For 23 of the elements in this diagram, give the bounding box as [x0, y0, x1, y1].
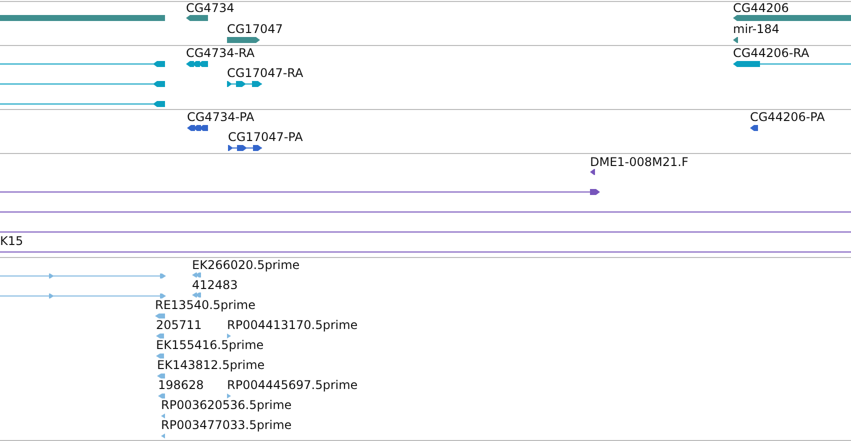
feature-label: CG17047: [227, 22, 283, 36]
feature-label: DME1-008M21.F: [590, 155, 688, 169]
feature-label: 205711: [156, 318, 202, 332]
feature-label: 198628: [158, 378, 204, 392]
feature-label: RP004413170.5prime: [227, 318, 358, 332]
feature-label: CG17047-PA: [228, 130, 303, 144]
feature-label: CG44206: [733, 1, 789, 15]
feature-label: K15: [0, 234, 24, 248]
feature-label: 412483: [192, 278, 238, 292]
feature-label: mir-184: [733, 22, 780, 36]
feature-label: RE13540.5prime: [155, 298, 256, 312]
feature-label: EK266020.5prime: [192, 258, 300, 272]
feature-label: RP003620536.5prime: [161, 398, 292, 412]
feature-label: CG17047-RA: [227, 66, 304, 80]
feature-label: CG4734-RA: [186, 46, 255, 60]
feature-label: EK155416.5prime: [156, 338, 264, 352]
feature-label: CG44206-RA: [733, 46, 810, 60]
feature-label: CG4734-PA: [187, 110, 254, 124]
feature-label: RP004445697.5prime: [227, 378, 358, 392]
feature-label: EK143812.5prime: [157, 358, 265, 372]
feature-label: CG44206-PA: [750, 110, 825, 124]
feature-label: CG4734: [186, 1, 234, 15]
feature-label: RP003477033.5prime: [161, 418, 292, 432]
